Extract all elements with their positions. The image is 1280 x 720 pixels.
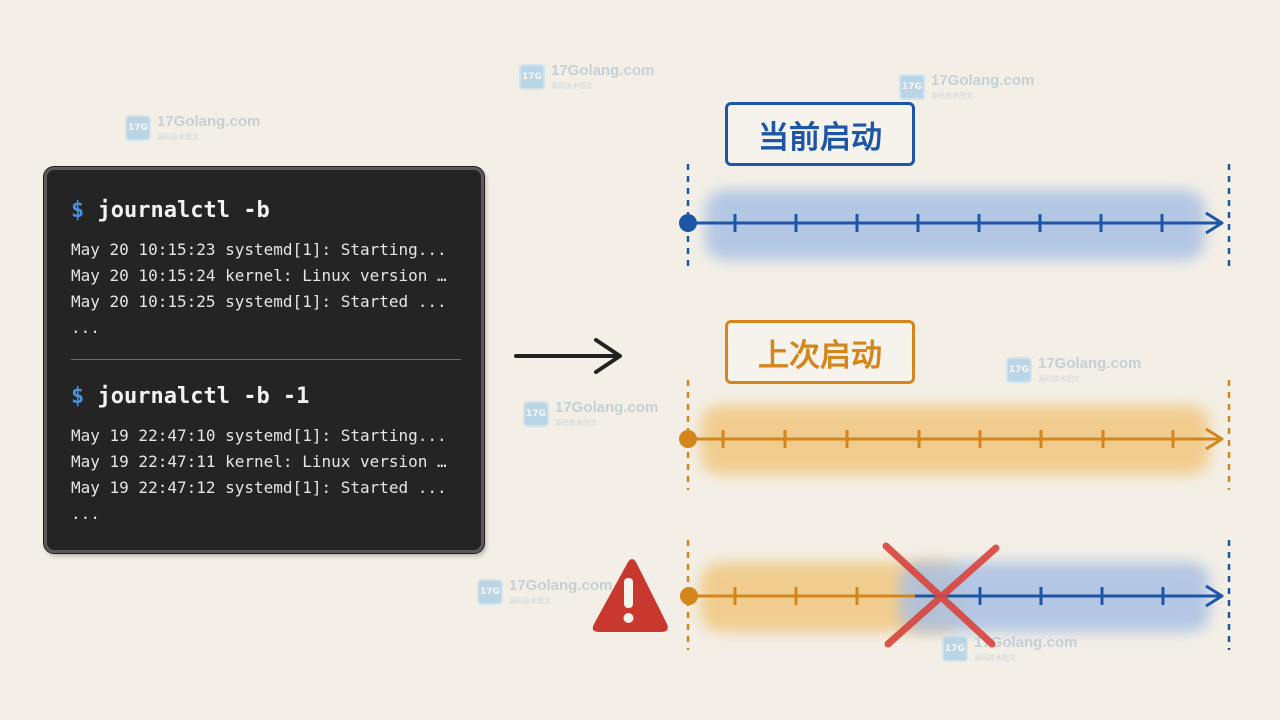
- current-boot-label: 当前启动: [725, 102, 915, 166]
- prompt-symbol: $: [71, 384, 85, 409]
- log-line: ...: [71, 318, 100, 337]
- timeline-arrowhead: [1205, 427, 1224, 451]
- log-line: May 19 22:47:12 systemd[1]: Started ...: [71, 478, 447, 497]
- terminal-window: $ journalctl -b May 20 10:15:23 systemd[…: [44, 167, 484, 553]
- boot-start-dot: [679, 214, 697, 232]
- warning-icon: [592, 559, 668, 632]
- log-line: May 19 22:47:11 kernel: Linux version …: [71, 452, 447, 471]
- log-line: ...: [71, 504, 100, 523]
- mixed-boot-timeline: [592, 540, 1231, 650]
- log-line: May 20 10:15:25 systemd[1]: Started ...: [71, 292, 447, 311]
- current-boot-timeline: [679, 164, 1231, 272]
- boot-start-dot: [680, 587, 698, 605]
- timeline-ticks: [721, 430, 1175, 448]
- command-text: journalctl -b -1: [97, 384, 310, 409]
- timeline-arrowhead: [1205, 211, 1224, 235]
- previous-boot-label: 上次启动: [725, 320, 915, 384]
- command-line: $ journalctl -b -1: [71, 384, 309, 409]
- timeline-arrowhead: [1205, 584, 1224, 608]
- terminal-divider: [71, 359, 461, 360]
- previous-boot-timeline: [679, 380, 1231, 490]
- boot-start-dot: [679, 430, 697, 448]
- log-line: May 20 10:15:23 systemd[1]: Starting...: [71, 240, 447, 259]
- prompt-symbol: $: [71, 198, 85, 223]
- timeline-ticks: [733, 214, 1164, 232]
- cross-icon: [882, 542, 1000, 648]
- command-line: $ journalctl -b: [71, 198, 270, 223]
- log-line: May 20 10:15:24 kernel: Linux version …: [71, 266, 447, 285]
- current-boot-band: [705, 190, 1205, 260]
- log-line: May 19 22:47:10 systemd[1]: Starting...: [71, 426, 447, 445]
- arrow-right-icon: [514, 338, 622, 374]
- timeline-ticks: [733, 587, 1165, 605]
- command-text: journalctl -b: [97, 198, 270, 223]
